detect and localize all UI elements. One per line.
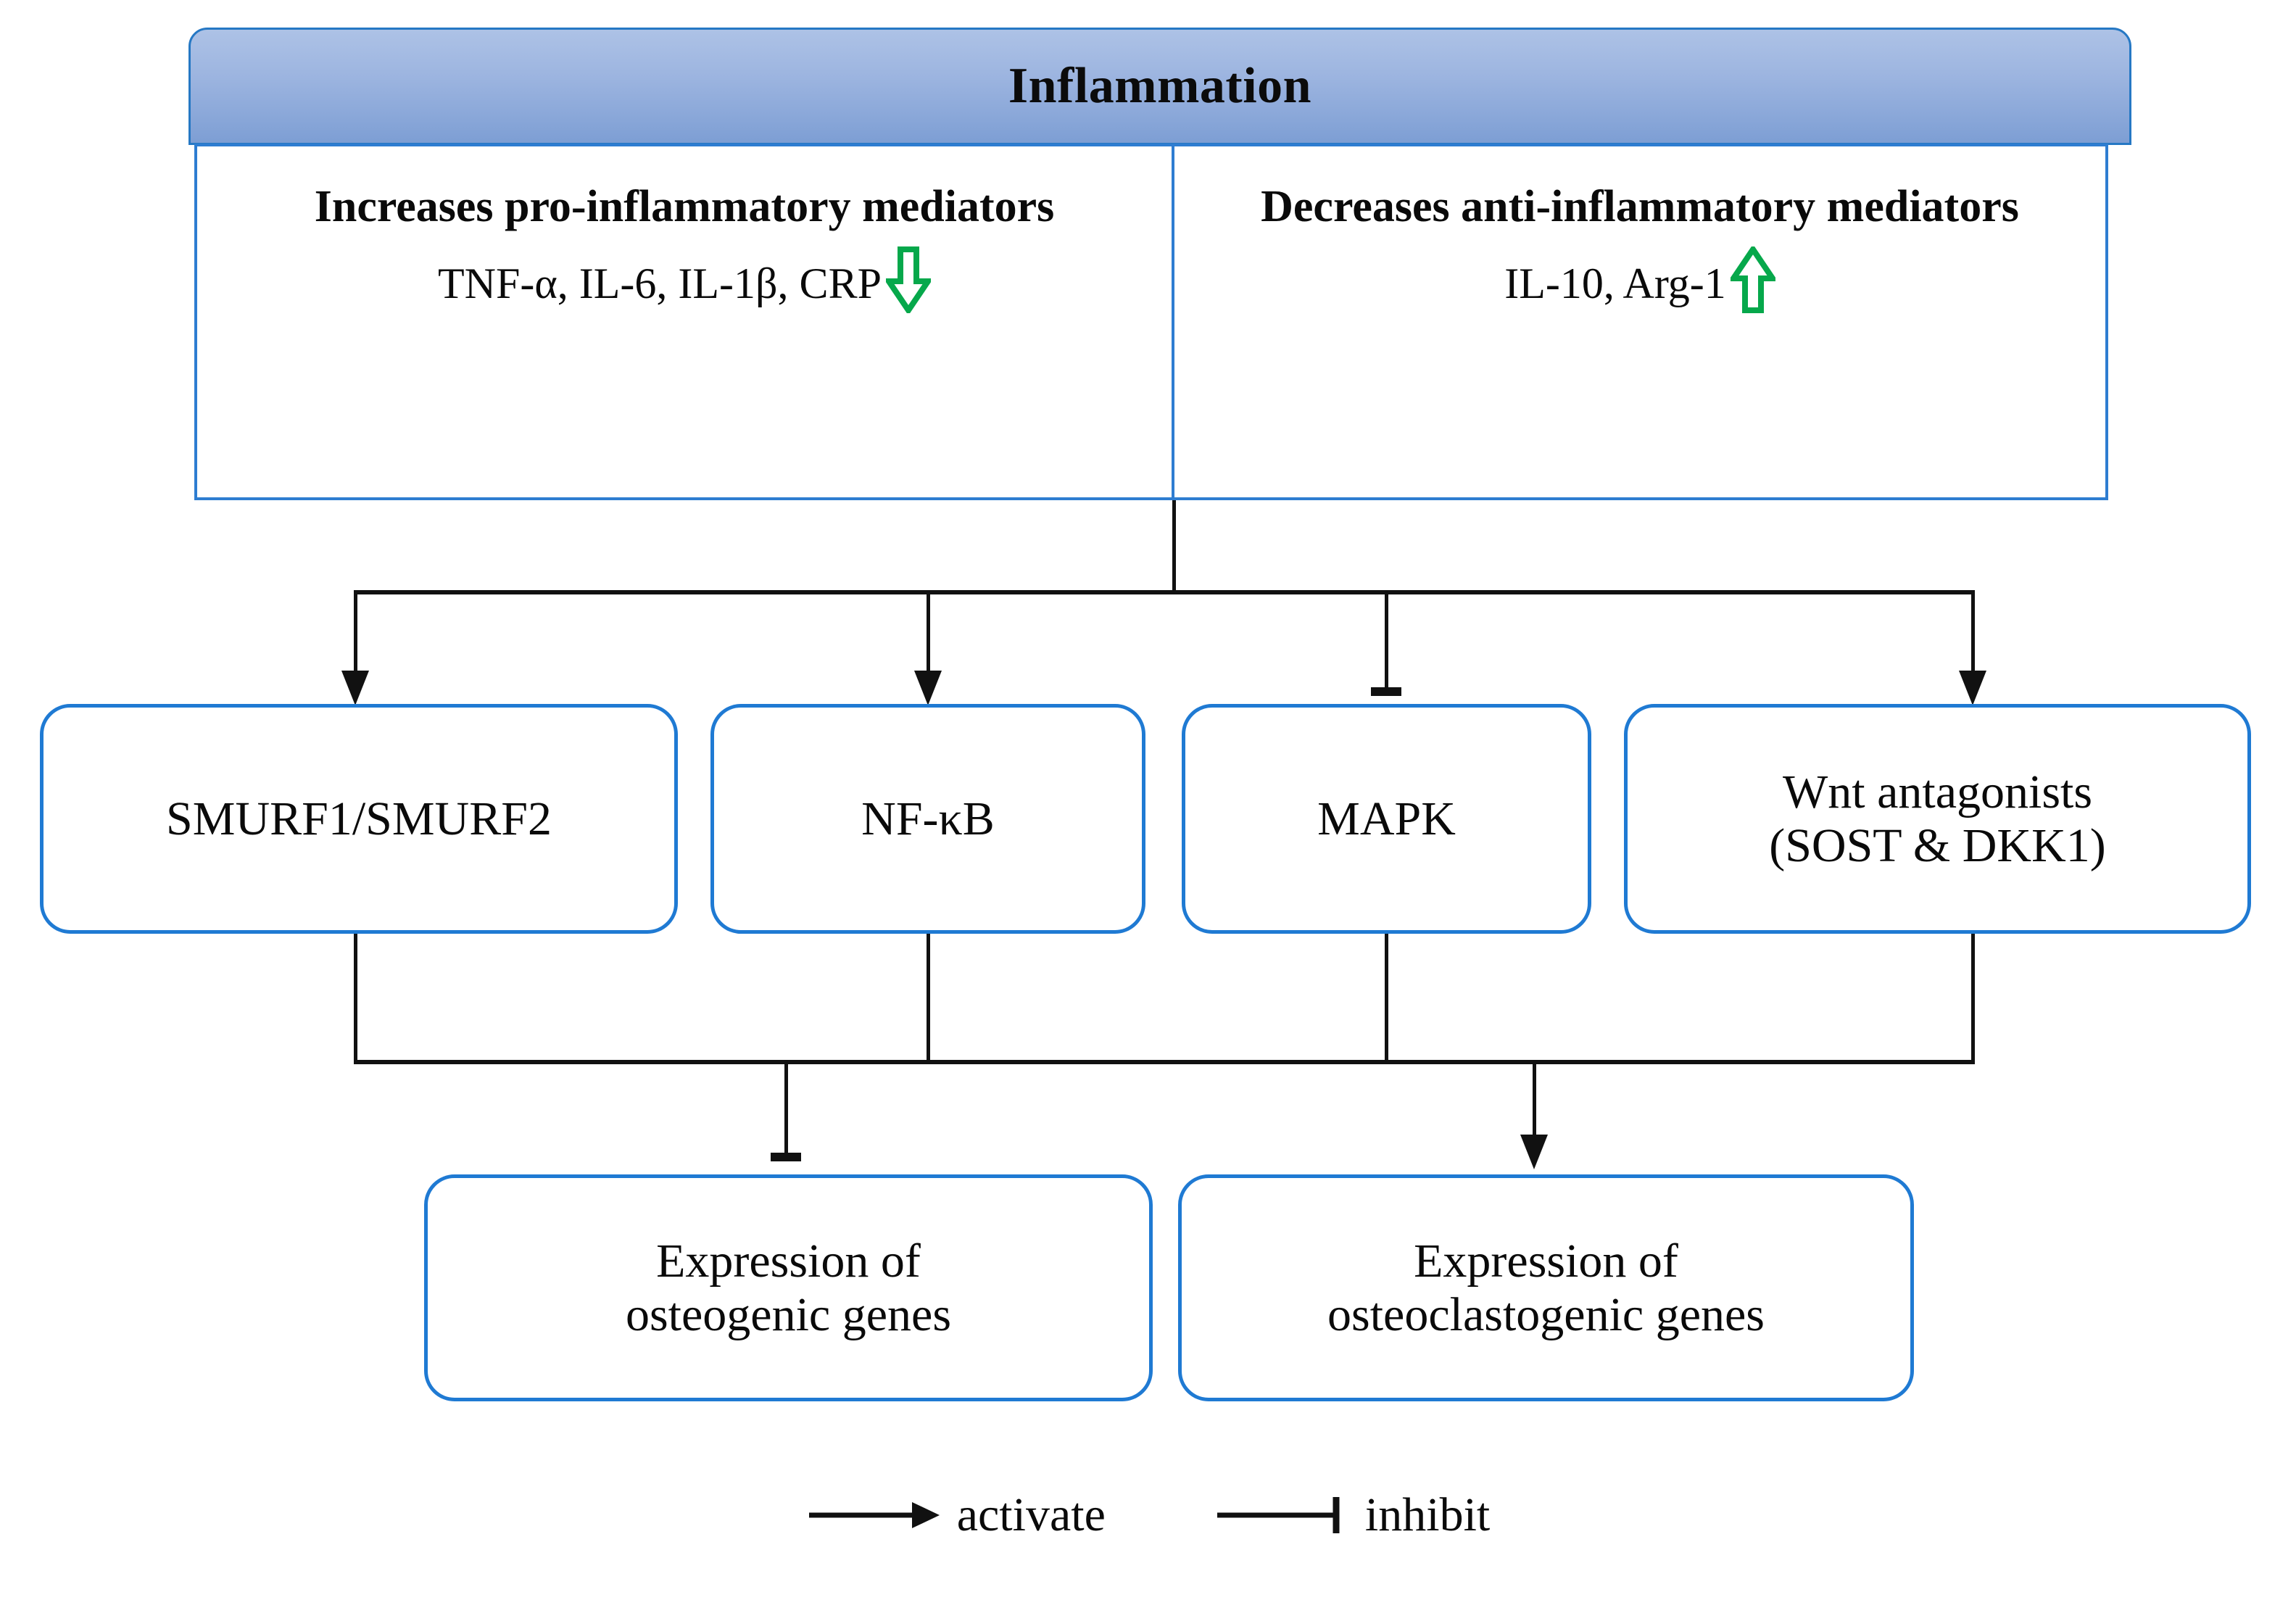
connector-from-smurf bbox=[354, 934, 357, 1064]
connector-bus-top bbox=[354, 590, 1975, 594]
node-osteoclastogenic-line1: Expression of bbox=[1414, 1234, 1678, 1288]
connector-from-wnt bbox=[1971, 934, 1975, 1064]
inflammation-banner: Inflammation bbox=[188, 28, 2131, 145]
mediators-panel: Increases pro-inflammatory mediators TNF… bbox=[194, 144, 2108, 500]
tee-bar-to-mapk-icon bbox=[1371, 687, 1401, 696]
arrow-down-outline-green-icon bbox=[883, 246, 934, 320]
node-osteoclastogenic-genes[interactable]: Expression of osteoclastogenic genes bbox=[1178, 1174, 1914, 1401]
node-smurf-label: SMURF1/SMURF2 bbox=[166, 792, 552, 845]
tee-bar-to-osteogenic-icon bbox=[771, 1153, 801, 1161]
legend: activate inhibit bbox=[0, 1488, 2296, 1543]
legend-inhibit-label: inhibit bbox=[1364, 1488, 1491, 1541]
connector-from-nfkb bbox=[927, 934, 930, 1064]
arrowhead-to-smurf-icon bbox=[341, 671, 369, 705]
tee-bar-icon bbox=[1214, 1493, 1352, 1537]
banner-title: Inflammation bbox=[1008, 58, 1312, 114]
legend-activate-label: activate bbox=[956, 1488, 1106, 1541]
connector-to-osteoclastogenic bbox=[1533, 1060, 1536, 1141]
node-nfkb-label: NF-κB bbox=[861, 792, 995, 845]
arrowhead-to-osteoclastogenic-icon bbox=[1520, 1135, 1548, 1169]
node-wnt-antagonists[interactable]: Wnt antagonists (SOST & DKK1) bbox=[1624, 704, 2251, 934]
pro-inflammatory-column: Increases pro-inflammatory mediators TNF… bbox=[197, 146, 1174, 497]
node-osteogenic-line2: osteogenic genes bbox=[625, 1288, 951, 1341]
connector-to-mapk bbox=[1385, 590, 1388, 692]
connector-to-nfkb bbox=[927, 590, 930, 677]
node-osteoclastogenic-line2: osteoclastogenic genes bbox=[1327, 1288, 1765, 1341]
anti-inflammatory-heading: Decreases anti-inflammatory mediators bbox=[1261, 182, 2019, 231]
anti-inflammatory-mediators-row: IL-10, Arg-1 bbox=[1504, 244, 1778, 320]
connector-to-wnt bbox=[1971, 590, 1975, 677]
node-osteogenic-line1: Expression of bbox=[656, 1234, 921, 1288]
node-smurf[interactable]: SMURF1/SMURF2 bbox=[40, 704, 678, 934]
connector-from-mapk bbox=[1385, 934, 1388, 1064]
node-wnt-line2: (SOST & DKK1) bbox=[1769, 818, 2106, 872]
connector-stem-top bbox=[1172, 500, 1176, 594]
node-wnt-line1: Wnt antagonists bbox=[1782, 765, 2093, 818]
connector-to-smurf bbox=[354, 590, 357, 677]
node-mapk[interactable]: MAPK bbox=[1182, 704, 1591, 934]
node-osteogenic-genes[interactable]: Expression of osteogenic genes bbox=[424, 1174, 1153, 1401]
pro-inflammatory-heading: Increases pro-inflammatory mediators bbox=[314, 182, 1055, 231]
arrow-right-icon bbox=[806, 1493, 944, 1537]
arrow-up-outline-green-icon bbox=[1728, 244, 1778, 320]
legend-inhibit: inhibit bbox=[1214, 1488, 1490, 1543]
connector-bus-bottom bbox=[354, 1060, 1975, 1064]
anti-inflammatory-column: Decreases anti-inflammatory mediators IL… bbox=[1174, 146, 2105, 497]
node-osteoclastogenic-genes-label: Expression of osteoclastogenic genes bbox=[1313, 1235, 1779, 1342]
pro-inflammatory-mediators-row: TNF-α, IL-6, IL-1β, CRP bbox=[438, 246, 934, 320]
connector-to-osteogenic bbox=[784, 1060, 788, 1158]
arrowhead-to-wnt-icon bbox=[1959, 671, 1986, 705]
node-nfkb[interactable]: NF-κB bbox=[710, 704, 1145, 934]
node-mapk-label: MAPK bbox=[1317, 792, 1456, 845]
node-wnt-antagonists-label: Wnt antagonists (SOST & DKK1) bbox=[1754, 766, 2120, 873]
anti-inflammatory-mediators-text: IL-10, Arg-1 bbox=[1504, 259, 1726, 307]
legend-activate: activate bbox=[806, 1488, 1106, 1543]
arrowhead-to-nfkb-icon bbox=[914, 671, 942, 705]
pro-inflammatory-mediators-text: TNF-α, IL-6, IL-1β, CRP bbox=[438, 259, 882, 307]
node-osteogenic-genes-label: Expression of osteogenic genes bbox=[611, 1235, 966, 1342]
